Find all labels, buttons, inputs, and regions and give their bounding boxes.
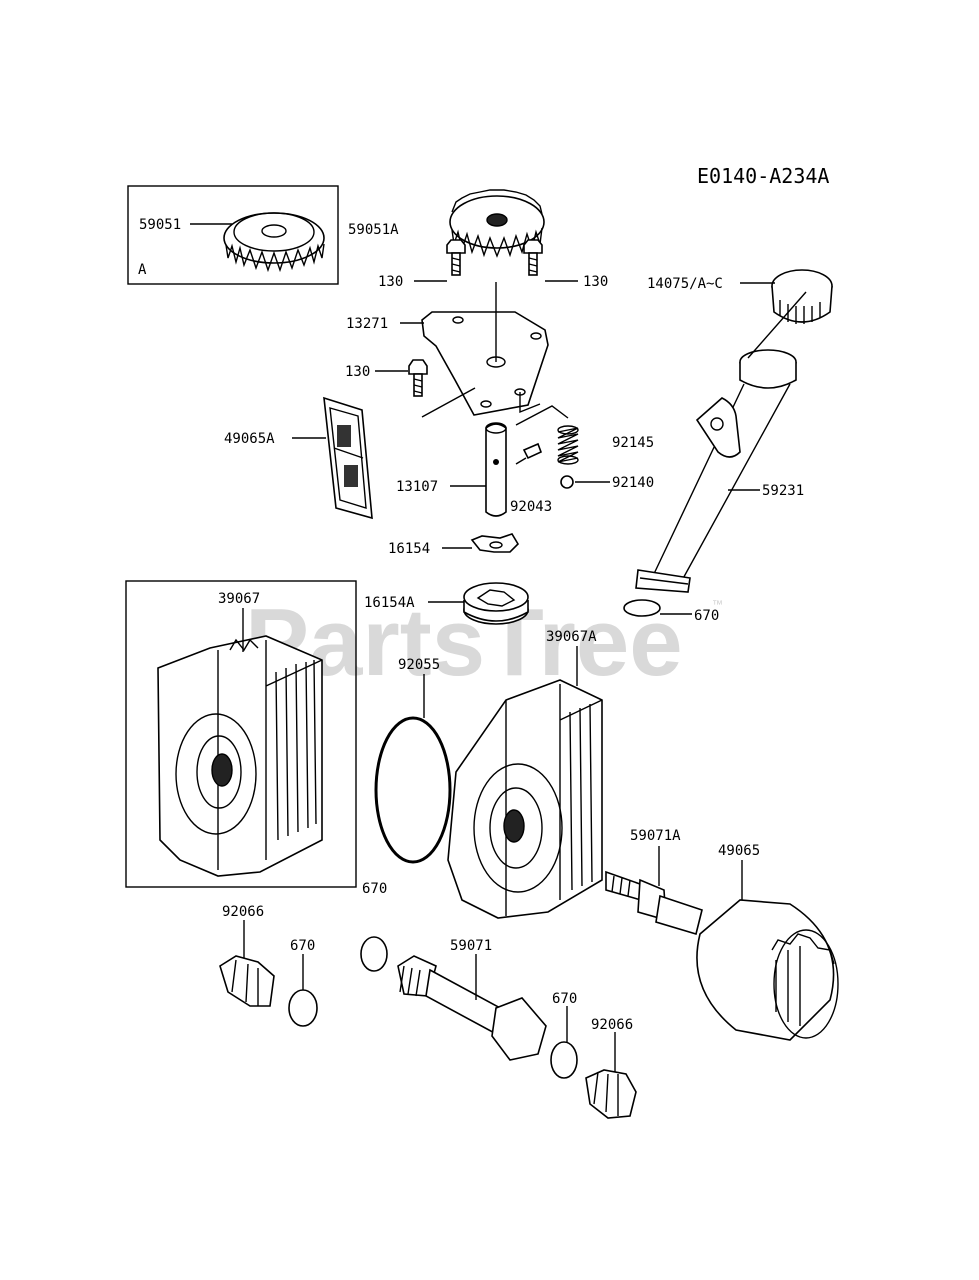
label-49065A: 49065A [224, 431, 275, 447]
rotor-outer-16154A[interactable] [463, 582, 529, 625]
label-39067: 39067 [218, 591, 260, 607]
oil-filler-tube-59231[interactable] [635, 349, 797, 593]
leader-plate-diag [421, 387, 476, 418]
rotor-inner-16154[interactable] [470, 533, 520, 553]
label-670-right: 670 [552, 991, 577, 1007]
box-39067-frame [125, 580, 357, 888]
label-92066-left: 92066 [222, 904, 264, 920]
spring-92145[interactable] [557, 425, 579, 465]
diagram-reference-code: E0140-A234A [697, 164, 829, 188]
o-ring-670-top[interactable] [623, 599, 661, 617]
screen-mesh-upper [337, 425, 351, 447]
gear-59051[interactable] [223, 212, 325, 273]
filter-base-39067A[interactable] [447, 679, 603, 919]
fitting-59071[interactable] [397, 955, 547, 1061]
label-13107: 13107 [396, 479, 438, 495]
screen-49065A[interactable] [323, 396, 373, 520]
label-92055: 92055 [398, 657, 440, 673]
o-ring-92055[interactable] [374, 716, 452, 864]
leader-cap-tube [747, 291, 807, 359]
bolt-130-left[interactable] [446, 239, 466, 276]
label-670-left: 670 [290, 938, 315, 954]
label-14075: 14075/A~C [647, 276, 723, 292]
bolt-130-middle[interactable] [408, 359, 428, 397]
label-13271: 13271 [346, 316, 388, 332]
bolt-130-right[interactable] [523, 239, 543, 276]
label-130-middle: 130 [345, 364, 370, 380]
drain-plug-92066-right[interactable] [585, 1069, 637, 1119]
label-92145: 92145 [612, 435, 654, 451]
watermark-trademark: ™ [712, 599, 723, 611]
shaft-13107[interactable] [485, 422, 507, 517]
label-59051: 59051 [139, 217, 181, 233]
label-39067A: 39067A [546, 629, 597, 645]
leader-plate-spring2 [515, 405, 569, 426]
label-59051A: 59051A [348, 222, 399, 238]
o-ring-670-left[interactable] [288, 989, 318, 1027]
oil-filter-49065[interactable] [696, 899, 839, 1041]
label-16154A: 16154A [364, 595, 415, 611]
label-59231: 59231 [762, 483, 804, 499]
ball-92140[interactable] [560, 475, 574, 489]
filter-base-39067[interactable] [157, 635, 323, 877]
label-130-right: 130 [583, 274, 608, 290]
label-16154: 16154 [388, 541, 430, 557]
label-670-top: 670 [694, 608, 719, 624]
label-92066-right: 92066 [591, 1017, 633, 1033]
leader-plate-spring [519, 392, 541, 414]
leader-lines [190, 223, 775, 1072]
plate-13271[interactable] [421, 311, 549, 416]
label-59071: 59071 [450, 938, 492, 954]
o-ring-670-middle[interactable] [360, 936, 388, 972]
label-670-middle: 670 [362, 881, 387, 897]
label-92043: 92043 [510, 499, 552, 515]
label-49065: 49065 [718, 843, 760, 859]
fitting-59071A[interactable] [605, 870, 703, 936]
label-130-left: 130 [378, 274, 403, 290]
label-59071A: 59071A [630, 828, 681, 844]
screen-mesh-lower [344, 465, 358, 487]
pin-92043[interactable] [515, 442, 543, 465]
box-a-letter: A [138, 262, 147, 278]
label-92140: 92140 [612, 475, 654, 491]
box-a-frame [127, 185, 339, 285]
o-ring-670-right[interactable] [550, 1041, 578, 1079]
drain-plug-92066-left[interactable] [219, 955, 275, 1007]
